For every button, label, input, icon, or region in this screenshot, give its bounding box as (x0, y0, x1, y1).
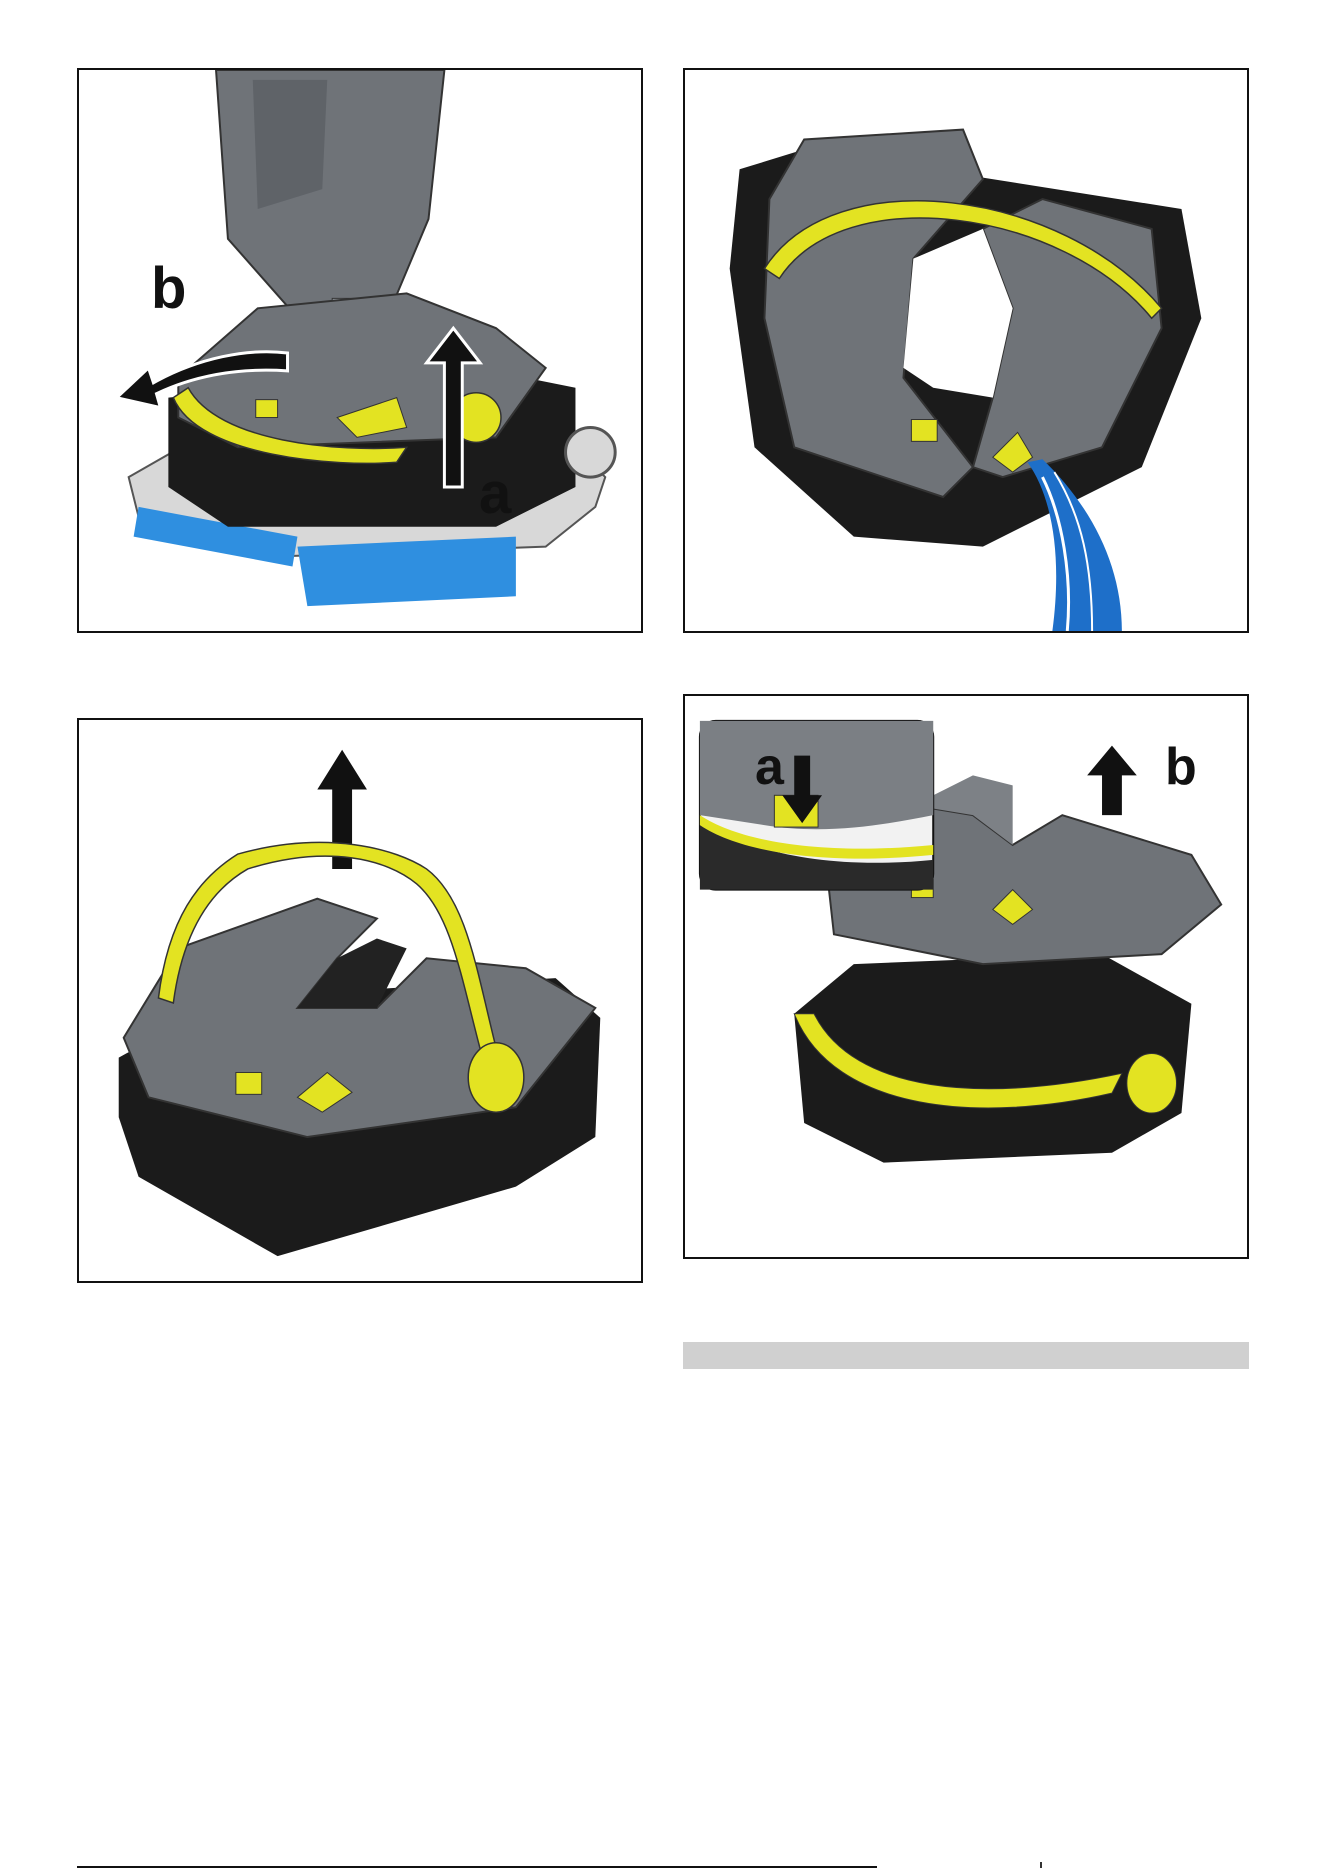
section-header-bar (683, 1342, 1249, 1369)
figure-2-empty-tank (683, 68, 1249, 633)
step-label-a: a (479, 465, 511, 523)
figure-3-lift-handle (77, 718, 643, 1283)
step-label-b: b (1165, 741, 1197, 793)
figure-1-lift-tank: b a (77, 68, 643, 633)
figure-3-illustration (79, 720, 641, 1281)
figure-1-illustration (79, 70, 641, 631)
step-label-b: b (151, 260, 186, 318)
figure-4-remove-lid: a b (683, 694, 1249, 1259)
footer-mark (1040, 1862, 1042, 1868)
step-label-a: a (755, 741, 784, 793)
footer-rule (77, 1866, 877, 1868)
figure-2-illustration (685, 70, 1247, 631)
